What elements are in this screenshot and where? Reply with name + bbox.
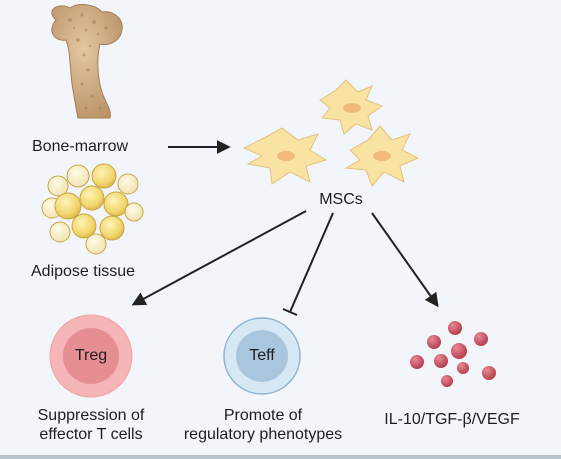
bone-icon bbox=[51, 4, 123, 119]
mscs-label: MSCs bbox=[319, 191, 363, 208]
treg-cell-icon bbox=[49, 314, 133, 398]
arrow-mscs-to-treg bbox=[131, 210, 307, 306]
cytokine-particles-icon bbox=[410, 321, 496, 387]
adipose-tissue-label: Adipose tissue bbox=[31, 263, 136, 280]
cytokines-label: IL-10/TGF-β/VEGF bbox=[384, 411, 520, 428]
arrow-mscs-to-cytokines bbox=[371, 212, 439, 308]
bone-marrow-label: Bone-marrow bbox=[32, 138, 129, 155]
inhibit-mscs-to-teff bbox=[289, 212, 334, 313]
msc-cell-icon bbox=[242, 79, 420, 187]
adipose-tissue-icon bbox=[41, 163, 144, 255]
treg-label: Treg bbox=[74, 347, 108, 364]
teff-label: Teff bbox=[249, 347, 275, 364]
teff-cell-icon bbox=[223, 317, 301, 395]
inhibit-bar bbox=[282, 308, 298, 316]
promote-label-line1: Promote of bbox=[223, 407, 303, 424]
promote-label-line2: regulatory phenotypes bbox=[183, 426, 343, 443]
suppression-label-line2: effector T cells bbox=[39, 426, 143, 443]
bottom-border bbox=[0, 455, 561, 459]
suppression-label-line1: Suppression of bbox=[37, 407, 145, 424]
